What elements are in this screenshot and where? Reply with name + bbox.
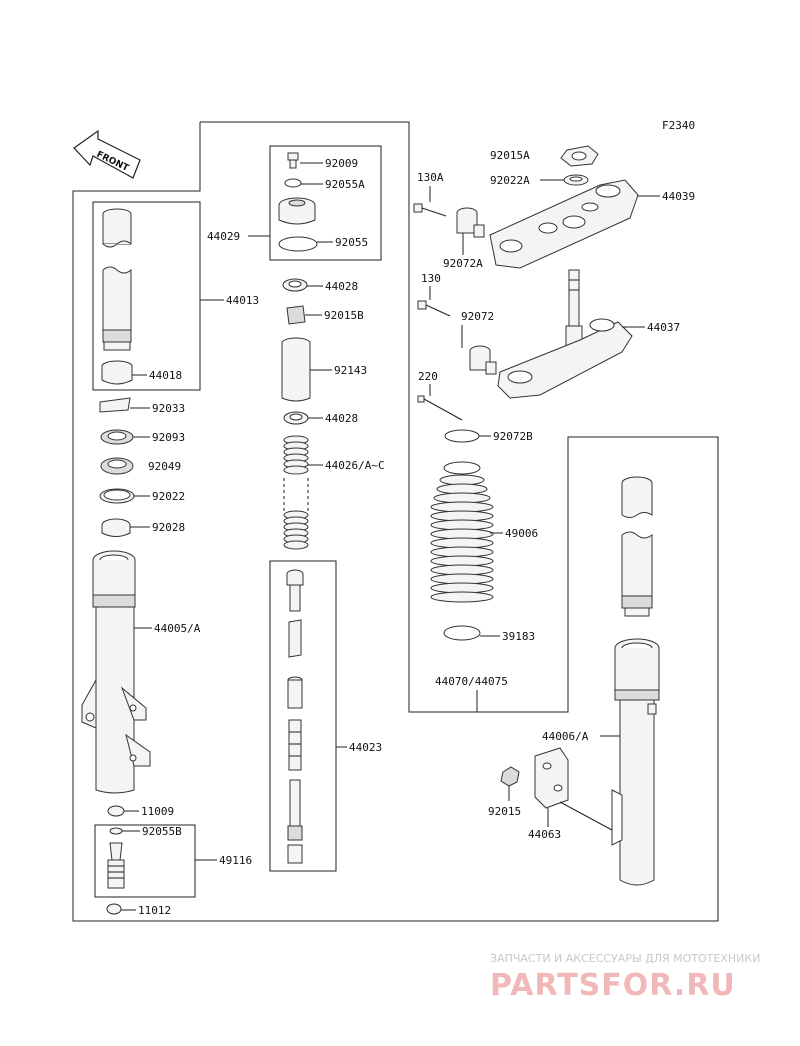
part-label-92055: 92055 bbox=[335, 236, 368, 249]
part-label-92072a: 92072A bbox=[443, 257, 483, 270]
part-labels: 92009 92055A 44029 92055 44013 44018 440… bbox=[138, 149, 695, 917]
part-label-44018: 44018 bbox=[149, 369, 182, 382]
watermark-tagline: ЗАПЧАСТИ И АКСЕССУАРЫ ДЛЯ МОТОТЕХНИКИ bbox=[490, 952, 760, 965]
part-label-92033: 92033 bbox=[152, 402, 185, 415]
part-label-44028-bottom: 44028 bbox=[325, 412, 358, 425]
upper-triple-clamp bbox=[413, 145, 639, 269]
fork-assembly-right bbox=[500, 476, 660, 886]
frame-lines bbox=[72, 121, 719, 922]
part-label-44039: 44039 bbox=[662, 190, 695, 203]
leader-lines bbox=[121, 162, 660, 911]
part-label-92055a: 92055A bbox=[325, 178, 365, 191]
part-label-92143: 92143 bbox=[334, 364, 367, 377]
part-label-92022a: 92022A bbox=[490, 174, 530, 187]
part-label-44028-top: 44028 bbox=[325, 280, 358, 293]
part-label-92015a: 92015A bbox=[490, 149, 530, 162]
watermark-logo: PARTSFOR.RU bbox=[490, 968, 736, 1003]
damper-rod-group bbox=[269, 560, 337, 872]
diagram-code: F2340 bbox=[662, 119, 695, 132]
part-label-92072: 92072 bbox=[461, 310, 494, 323]
front-arrow-icon: FRONT bbox=[73, 129, 141, 179]
bottom-left-parts bbox=[94, 805, 196, 915]
part-label-92022: 92022 bbox=[152, 490, 185, 503]
part-label-44023: 44023 bbox=[349, 741, 382, 754]
fork-spring bbox=[283, 435, 309, 550]
part-label-49006: 49006 bbox=[505, 527, 538, 540]
lower-triple-clamp bbox=[417, 269, 633, 421]
fork-cap-group bbox=[269, 145, 382, 261]
part-label-39183: 39183 bbox=[502, 630, 535, 643]
part-label-44005a: 44005/A bbox=[154, 622, 201, 635]
part-label-44063: 44063 bbox=[528, 828, 561, 841]
part-label-44026: 44026/A~C bbox=[325, 459, 385, 472]
part-label-44006a: 44006/A bbox=[542, 730, 589, 743]
part-label-92093: 92093 bbox=[152, 431, 185, 444]
outer-tube bbox=[81, 550, 151, 794]
part-label-44037: 44037 bbox=[647, 321, 680, 334]
part-label-92009: 92009 bbox=[325, 157, 358, 170]
part-label-44070-44075: 44070/44075 bbox=[435, 675, 508, 688]
part-label-92028: 92028 bbox=[152, 521, 185, 534]
part-label-44029: 44029 bbox=[207, 230, 240, 243]
part-label-49116: 49116 bbox=[219, 854, 252, 867]
part-label-44013: 44013 bbox=[226, 294, 259, 307]
part-label-92049: 92049 bbox=[148, 460, 181, 473]
part-label-92055b: 92055B bbox=[142, 825, 182, 838]
part-label-130a: 130A bbox=[417, 171, 444, 184]
watermark: ЗАПЧАСТИ И АКСЕССУАРЫ ДЛЯ МОТОТЕХНИКИ PA… bbox=[490, 952, 760, 1003]
part-label-11009: 11009 bbox=[141, 805, 174, 818]
part-label-92072b: 92072B bbox=[493, 430, 533, 443]
part-label-11012: 11012 bbox=[138, 904, 171, 917]
part-label-92015b: 92015B bbox=[324, 309, 364, 322]
fork-tube-group bbox=[92, 201, 201, 391]
seal-stack bbox=[99, 397, 135, 537]
fork-boot bbox=[430, 429, 494, 641]
middle-stack bbox=[281, 278, 311, 425]
part-label-220: 220 bbox=[418, 370, 438, 383]
part-label-92015: 92015 bbox=[488, 805, 521, 818]
part-label-130: 130 bbox=[421, 272, 441, 285]
